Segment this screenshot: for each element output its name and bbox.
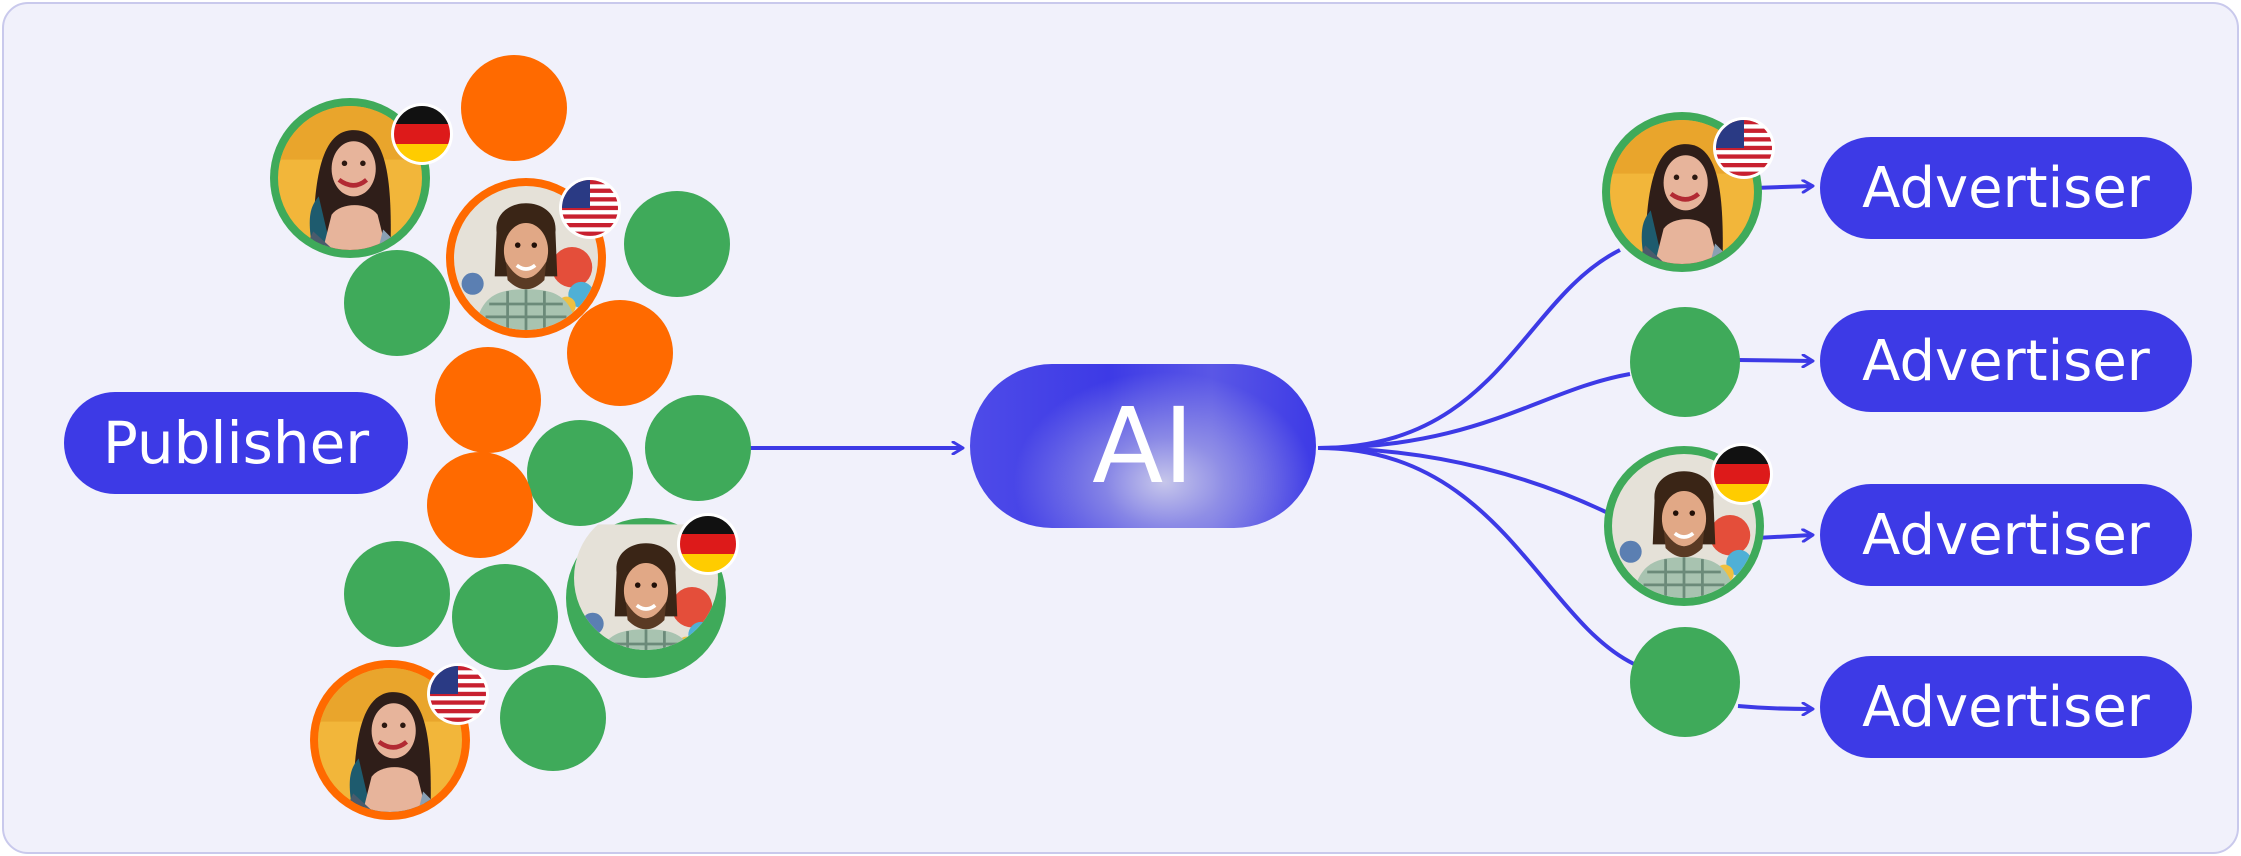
node-to-advertiser-arrow-4 (1737, 706, 1812, 709)
us-flag-icon (1713, 117, 1775, 179)
us-flag-icon (559, 177, 621, 239)
advertiser-node-3: Advertiser (1820, 484, 2192, 586)
matched-node-green (1630, 307, 1740, 417)
audience-node-green (624, 191, 730, 297)
node-to-advertiser-arrow-2 (1737, 360, 1812, 361)
audience-node-green (344, 541, 450, 647)
publisher-node: Publisher (64, 392, 408, 494)
ai-branch-4 (1317, 446, 1635, 666)
us-flag-icon (427, 663, 489, 725)
audience-node-green (344, 250, 450, 356)
audience-node-orange (427, 452, 533, 558)
audience-node-orange (567, 300, 673, 406)
ai-branch-1 (1317, 248, 1621, 450)
advertiser-node-2: Advertiser (1820, 310, 2192, 412)
audience-node-green (645, 395, 751, 501)
audience-avatar-woman (270, 98, 430, 258)
audience-node-green (452, 564, 558, 670)
node-to-advertiser-arrow-3 (1755, 535, 1812, 538)
ai-node: AI (970, 364, 1316, 528)
ai-branch-2 (1317, 372, 1631, 450)
audience-node-orange (435, 347, 541, 453)
germany-flag-icon (1711, 443, 1773, 505)
audience-node-green (500, 665, 606, 771)
ai-branch-3 (1317, 446, 1611, 516)
germany-flag-icon (677, 513, 739, 575)
advertiser-node-4: Advertiser (1820, 656, 2192, 758)
advertiser-node-1: Advertiser (1820, 137, 2192, 239)
audience-node-orange (461, 55, 567, 161)
matched-node-green (1630, 627, 1740, 737)
audience-node-green (527, 420, 633, 526)
node-to-advertiser-arrow-1 (1753, 186, 1812, 188)
germany-flag-icon (391, 103, 453, 165)
